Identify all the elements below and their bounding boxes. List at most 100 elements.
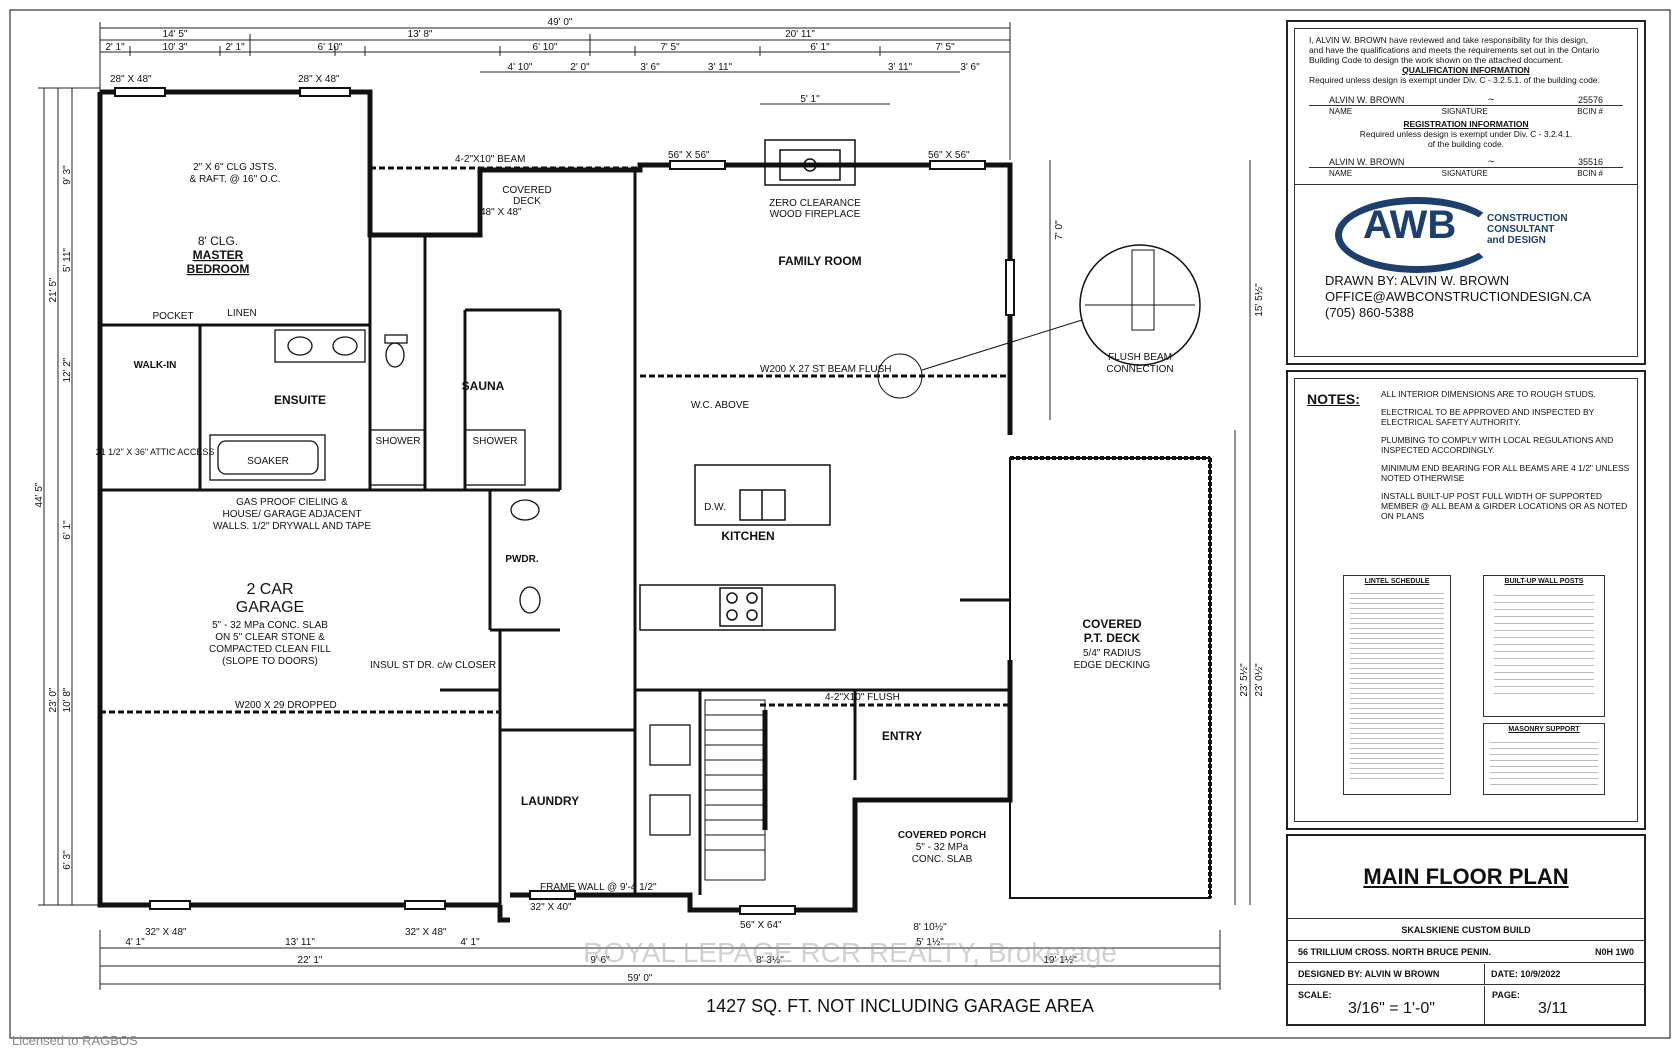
- note-item: ALL INTERIOR DIMENSIONS ARE TO ROUGH STU…: [1381, 389, 1596, 399]
- cert-name-2: ALVIN W. BROWN: [1329, 157, 1405, 167]
- window-label-2: 28" X 48": [298, 74, 340, 85]
- top-dimension-labels: 49' 0" 14' 5" 13' 8" 20' 11" 2' 1" 10' 3…: [105, 17, 980, 105]
- logo-sub-3: and DESIGN: [1487, 235, 1546, 246]
- dim-top-5: 10' 3": [163, 42, 188, 53]
- svg-text:59' 0": 59' 0": [628, 973, 653, 984]
- postal-code: N0H 1W0: [1594, 947, 1634, 957]
- note-item: MINIMUM END BEARING FOR ALL BEAMS ARE 4 …: [1381, 463, 1630, 483]
- flush-beam-label-1: FLUSH BEAM: [1108, 352, 1172, 363]
- gas-proof-label-3: WALLS. 1/2" DRYWALL AND TAPE: [213, 521, 371, 532]
- masonry-support: MASONRY SUPPORT: [1483, 723, 1605, 795]
- plan-title: MAIN FLOOR PLAN: [1363, 864, 1569, 889]
- garage-note-4: (SLOPE TO DOORS): [222, 656, 318, 667]
- master-clg-label: 8' CLG.: [198, 234, 238, 248]
- window-label-7: 32" X 48": [405, 927, 447, 938]
- beam-label-4: 4-2"X10" FLUSH: [825, 692, 900, 703]
- deck-label-4: EDGE DECKING: [1074, 660, 1151, 671]
- right-dimension-labels: 15' 5½" 23' 5½" 7' 0" 23' 0½": [1054, 220, 1265, 697]
- page-label: PAGE:: [1492, 990, 1520, 1000]
- family-room-label: FAMILY ROOM: [778, 254, 861, 268]
- deck-label-3: 5/4" RADIUS: [1083, 648, 1141, 659]
- cert-intro-2: and have the qualifications and meets th…: [1309, 45, 1600, 55]
- master-label-2: BEDROOM: [187, 262, 250, 276]
- reg-note-1: Required unless design is exempt under D…: [1359, 129, 1573, 139]
- dim-top-3: 20' 11": [785, 29, 815, 40]
- fireplace-label-2: WOOD FIREPLACE: [770, 209, 861, 220]
- signature-2: ~: [1487, 157, 1495, 167]
- dim-top-13: 2' 0": [570, 62, 590, 73]
- title-block: MAIN FLOOR PLAN SKALSKIENE CUSTOM BUILD …: [1286, 834, 1646, 1026]
- project-name: SKALSKIENE CUSTOM BUILD: [1288, 920, 1644, 941]
- scale-label: SCALE:: [1298, 990, 1332, 1000]
- svg-text:8' 3½": 8' 3½": [756, 955, 784, 966]
- awb-logo: AWB: [1363, 203, 1457, 247]
- cert-intro-1: I, ALVIN W. BROWN have reviewed and take…: [1309, 35, 1589, 45]
- bottom-dimension-lines: [99, 930, 1221, 990]
- dim-top-10: 6' 1": [810, 42, 830, 53]
- office-email: OFFICE@AWBCONSTRUCTIONDESIGN.CA: [1325, 289, 1592, 304]
- windows: [114, 87, 1015, 915]
- note-item: INSTALL BUILT-UP POST FULL WIDTH OF SUPP…: [1381, 491, 1628, 521]
- garage-label-1: 2 CAR: [246, 581, 293, 598]
- window-label-8: 32" X 40": [530, 902, 572, 913]
- covered-deck-label-1: COVERED: [502, 185, 551, 196]
- master-label-1: MASTER: [193, 248, 244, 262]
- dim-top-11: 7' 5": [935, 42, 955, 53]
- porch-label-3: CONC. SLAB: [912, 854, 973, 865]
- bottom-dimension-labels: 4' 1" 13' 11" 4' 1" 22' 1" 59' 0" 8' 10½…: [125, 922, 1077, 984]
- dim-top-15: 3' 11": [708, 62, 733, 73]
- garage-note-3: COMPACTED CLEAN FILL: [209, 644, 331, 655]
- svg-text:21' 5": 21' 5": [48, 277, 59, 302]
- svg-text:23' 0½": 23' 0½": [1254, 663, 1265, 697]
- built-up-wall-posts: BUILT-UP WALL POSTS: [1483, 575, 1605, 717]
- svg-text:7' 0": 7' 0": [1054, 220, 1065, 240]
- soaker-label: SOAKER: [247, 456, 289, 467]
- dim-top-9: 7' 5": [660, 42, 680, 53]
- dim-top-12: 4' 10": [508, 62, 533, 73]
- dim-top-14: 3' 6": [640, 62, 660, 73]
- window-label-4: 56" X 56": [928, 150, 970, 161]
- logo-area: AWB CONSTRUCTION CONSULTANT and DESIGN D…: [1295, 184, 1637, 335]
- svg-text:6' 1": 6' 1": [62, 520, 73, 540]
- beam-label-1: 4-2"X10" BEAM: [455, 154, 525, 165]
- notes-list: ALL INTERIOR DIMENSIONS ARE TO ROUGH STU…: [1381, 389, 1631, 529]
- svg-text:12' 2": 12' 2": [62, 357, 73, 382]
- svg-text:19' 1½": 19' 1½": [1043, 955, 1077, 966]
- shower-label-2: SHOWER: [473, 436, 518, 447]
- svg-text:4' 1": 4' 1": [125, 937, 145, 948]
- dim-top-4: 2' 1": [105, 42, 125, 53]
- page-number: 3/11: [1538, 1000, 1568, 1017]
- window-label-9: 56" X 64": [740, 920, 782, 931]
- svg-text:9' 3": 9' 3": [62, 165, 73, 185]
- svg-text:23' 0": 23' 0": [48, 687, 59, 712]
- svg-text:15' 5½": 15' 5½": [1254, 283, 1265, 317]
- note-item: PLUMBING TO COMPLY WITH LOCAL REGULATION…: [1381, 435, 1614, 455]
- beam-lines: [100, 166, 1010, 714]
- area-note: 1427 SQ. FT. NOT INCLUDING GARAGE AREA: [706, 996, 1094, 1016]
- dim-top-6: 2' 1": [225, 42, 245, 53]
- dim-top-overall: 49' 0": [548, 17, 573, 28]
- svg-text:10' 8": 10' 8": [62, 687, 73, 712]
- fireplace: [764, 139, 856, 186]
- beam-label-6: INSUL ST DR. c/w CLOSER: [370, 660, 496, 671]
- shower-label-1: SHOWER: [376, 436, 421, 447]
- garage-note-2: ON 5" CLEAR STONE &: [215, 632, 325, 643]
- attic-access-label: 21 1/2" X 36" ATTIC ACCESS: [96, 447, 215, 457]
- svg-text:4' 1": 4' 1": [460, 937, 480, 948]
- flush-beam-detail: FLUSH BEAM CONNECTION: [877, 244, 1201, 399]
- svg-text:22' 1": 22' 1": [298, 955, 323, 966]
- pwdr-label: PWDR.: [505, 554, 539, 565]
- cert-intro-3: Building Code to design the work shown o…: [1309, 55, 1564, 65]
- left-dimension-labels: 9' 3" 21' 5" 12' 2" 44' 5" 23' 0" 6' 3" …: [34, 165, 73, 870]
- svg-text:13' 11": 13' 11": [285, 937, 315, 948]
- joist-label-1: 2" X 6" CLG JSTS.: [193, 162, 277, 173]
- window-label-5: 48" X 48": [480, 207, 522, 218]
- dim-top-2: 13' 8": [408, 29, 433, 40]
- lintel-schedule: LINTEL SCHEDULE: [1343, 575, 1451, 795]
- license-text: Licensed to RAGBOS: [12, 1033, 138, 1048]
- cert-name-1: ALVIN W. BROWN: [1329, 95, 1405, 105]
- left-dimension-lines: [38, 87, 100, 906]
- dim-top-18: 5' 1": [800, 94, 820, 105]
- pocket-label: POCKET: [152, 311, 193, 322]
